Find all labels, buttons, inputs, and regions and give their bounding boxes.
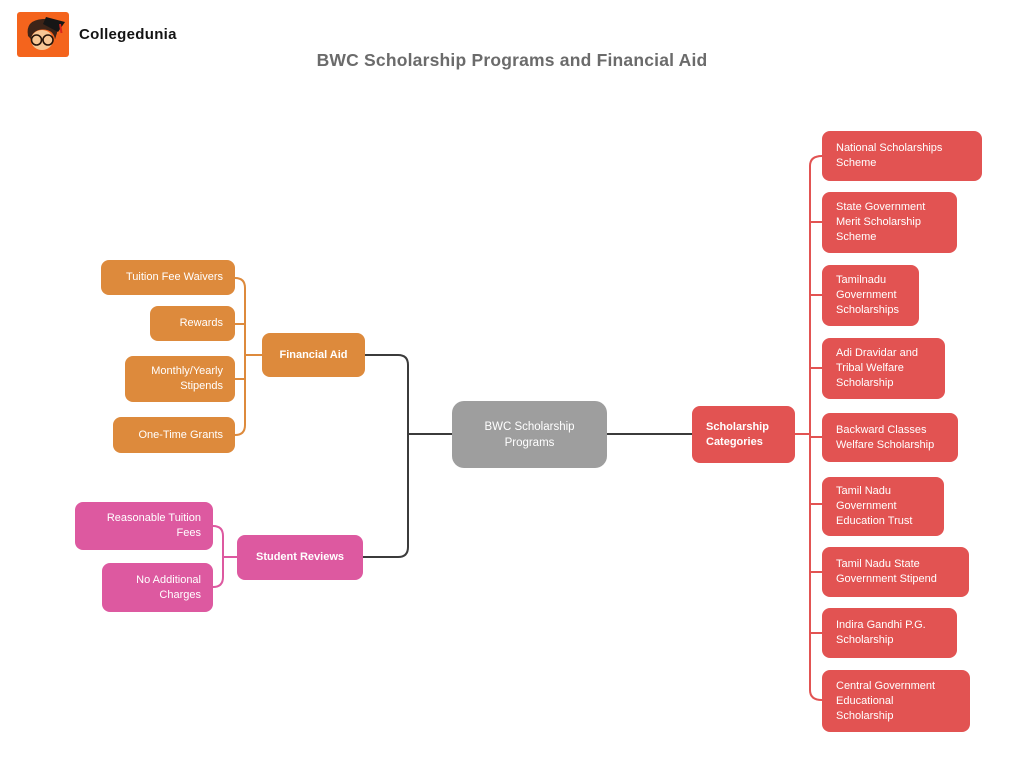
node-scholarship-categories: Scholarship Categories: [692, 406, 795, 463]
node-tamil-nadu-government-education-trust: Tamil Nadu Government Education Trust: [822, 477, 944, 536]
node-tamilnadu-government-scholarships: Tamilnadu Government Scholarships: [822, 265, 919, 326]
financial-aid-connectors: [234, 277, 262, 436]
node-rewards: Rewards: [150, 306, 235, 341]
node-indira-gandhi-pg-scholarship: Indira Gandhi P.G. Scholarship: [822, 608, 957, 658]
node-state-government-merit-scholarship-scheme: State Government Merit Scholarship Schem…: [822, 192, 957, 253]
node-backward-classes-welfare-scholarship: Backward Classes Welfare Scholarship: [822, 413, 958, 462]
node-tamil-nadu-state-government-stipend: Tamil Nadu State Government Stipend: [822, 547, 969, 597]
node-no-additional-charges: No Additional Charges: [102, 563, 213, 612]
diagram-title: BWC Scholarship Programs and Financial A…: [316, 50, 708, 70]
node-bwc-scholarship-programs: BWC Scholarship Programs: [452, 401, 607, 468]
node-reasonable-tuition-fees: Reasonable Tuition Fees: [75, 502, 213, 550]
collegedunia-logo-icon: [17, 12, 69, 57]
node-one-time-grants: One-Time Grants: [113, 417, 235, 453]
student-reviews-connectors: [212, 525, 237, 588]
node-student-reviews: Student Reviews: [237, 535, 363, 580]
brand-name: Collegedunia: [79, 26, 177, 43]
node-national-scholarships-scheme: National Scholarships Scheme: [822, 131, 982, 181]
brand-header: Collegedunia: [17, 12, 177, 57]
node-central-government-educational-scholarship: Central Government Educational Scholarsh…: [822, 670, 970, 732]
node-adi-dravidar-tribal-welfare-scholarship: Adi Dravidar and Tribal Welfare Scholars…: [822, 338, 945, 399]
scholarship-categories-connectors: [795, 155, 823, 701]
node-tuition-fee-waivers: Tuition Fee Waivers: [101, 260, 235, 295]
center-connectors: [363, 354, 692, 558]
node-monthly-yearly-stipends: Monthly/Yearly Stipends: [125, 356, 235, 402]
node-financial-aid: Financial Aid: [262, 333, 365, 377]
